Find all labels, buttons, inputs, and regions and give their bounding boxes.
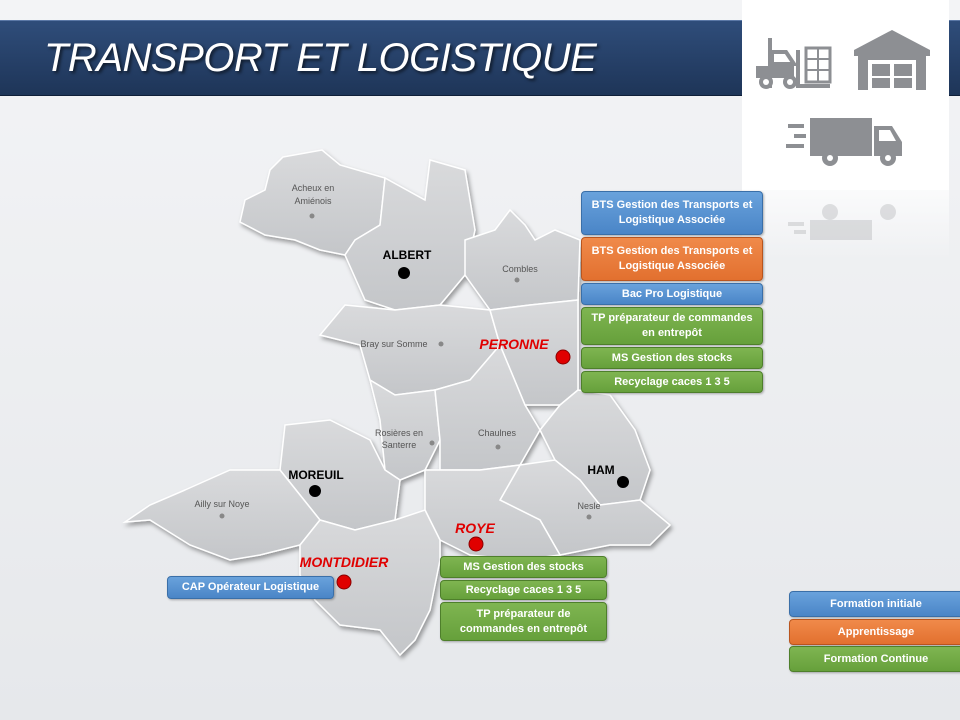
training-bts-gtla-apprentissage: BTS Gestion des Transports et Logistique… — [581, 237, 763, 281]
canton-chaulnes — [434, 343, 541, 471]
city-ham-label: HAM — [587, 463, 614, 477]
training-ms-gestion-stocks-roye: MS Gestion des stocks — [440, 556, 607, 578]
training-bts-gtla-initiale: BTS Gestion des Transports et Logistique… — [581, 191, 763, 235]
hub-peronne-label: PERONNE — [479, 336, 549, 352]
legend-apprentissage: Apprentissage — [789, 619, 960, 645]
training-recyclage-caces-roye: Recyclage caces 1 3 5 — [440, 580, 607, 600]
city-albert-marker — [398, 267, 410, 279]
canton-montdidier — [299, 509, 441, 657]
icon-panel — [742, 0, 949, 190]
city-moreuil-marker — [309, 485, 321, 497]
legend-formation-initiale: Formation initiale — [789, 591, 960, 617]
hub-montdidier-label: MONTDIDIER — [300, 554, 390, 570]
town-markers — [219, 213, 592, 520]
city-albert-label: ALBERT — [383, 248, 432, 262]
town-bray-label: Bray sur Somme — [360, 339, 427, 349]
town-acheux-label-2: Amiénois — [294, 196, 332, 206]
town-rosieres-label-2: Santerre — [382, 440, 417, 450]
training-bac-pro-logistique: Bac Pro Logistique — [581, 283, 763, 305]
hub-montdidier-marker — [336, 574, 352, 590]
icon-reflection — [742, 190, 949, 260]
forklift-icon — [756, 38, 832, 89]
hub-peronne-marker — [555, 349, 571, 365]
map-outline — [122, 149, 672, 657]
city-moreuil-label: MOREUIL — [288, 468, 343, 482]
town-acheux-label: Acheux en — [292, 183, 335, 193]
legend-formation-continue: Formation Continue — [789, 646, 960, 672]
delivery-truck-icon — [786, 118, 902, 166]
training-tp-preparateur-peronne: TP préparateur de commandes en entrepôt — [581, 307, 763, 345]
training-tp-preparateur-roye: TP préparateur de commandes en entrepôt — [440, 602, 607, 641]
training-ms-gestion-stocks-peronne: MS Gestion des stocks — [581, 347, 763, 369]
city-ham-marker — [617, 476, 629, 488]
town-combles-label: Combles — [502, 264, 538, 274]
town-nesle-label: Nesle — [577, 501, 600, 511]
training-cap-operateur-logistique: CAP Opérateur Logistique — [167, 576, 334, 599]
hub-roye-marker — [468, 536, 484, 552]
page-title: TRANSPORT ET LOGISTIQUE — [44, 36, 597, 80]
town-rosieres-label: Rosières en — [375, 428, 423, 438]
hub-roye-label: ROYE — [455, 520, 495, 536]
town-ailly-label: Ailly sur Noye — [194, 499, 249, 509]
training-recyclage-caces-peronne: Recyclage caces 1 3 5 — [581, 371, 763, 393]
town-chaulnes-label: Chaulnes — [478, 428, 517, 438]
warehouse-icon — [854, 30, 930, 90]
canton-combles — [464, 208, 581, 311]
canton-acheux — [239, 149, 386, 256]
